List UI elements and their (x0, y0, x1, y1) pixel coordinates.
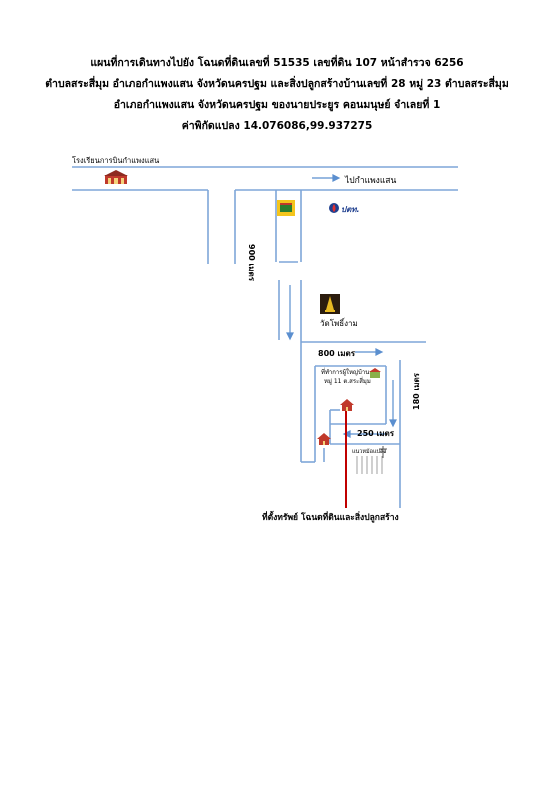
map-title-line-1: แผนที่การเดินทางไปยัง โฉนดที่ดินเลขที่ 5… (90, 57, 464, 69)
house-icon (317, 433, 331, 445)
village-office-icon (369, 368, 381, 378)
property-label: ที่ตั้งทรัพย์ โฉนดที่ดินและสิ่งปลูกสร้าง (262, 513, 399, 523)
village-office-label-line1: ที่ทำการผู้ใหญ่บ้าน (321, 369, 370, 376)
power-pole-icon (378, 446, 388, 458)
distance-180-label: 180 เมตร (412, 373, 421, 410)
map-title-line-3: อำเภอกำแพงแสน จังหวัดนครปฐม ของนายประยูร… (113, 99, 441, 111)
distance-250-label: 250 เมตร (357, 429, 394, 438)
roads (72, 166, 458, 508)
ptt-icon (328, 202, 340, 214)
school-icon (104, 170, 128, 184)
substation-label: แนวหม้อแปลง (352, 449, 387, 455)
village-office-label-line2: หมู่ 11 ต.สระสี่มุม (324, 378, 371, 385)
ptt-label: ปตท. (341, 205, 360, 214)
power-line-marks (356, 456, 383, 474)
distance-900-label: 900 เมตร (247, 244, 256, 281)
distance-800-label: 800 เมตร (318, 349, 355, 358)
map-title-line-4: ค่าพิกัดแปลง 14.076086,99.937275 (181, 120, 373, 132)
map-title-line-2: ตำบลสระสี่มุม อำเภอกำแพงแสน จังหวัดนครปฐ… (45, 78, 509, 90)
to-kamphaengsaen-label: ไปกำแพงแสน (345, 176, 397, 186)
temple-label: วัดโพธิ์งาม (320, 319, 358, 328)
shop-icon (277, 200, 295, 216)
temple-icon (320, 294, 340, 314)
house-icon (340, 399, 354, 411)
school-label: โรงเรียนการบินกำแพงแสน (72, 156, 160, 165)
